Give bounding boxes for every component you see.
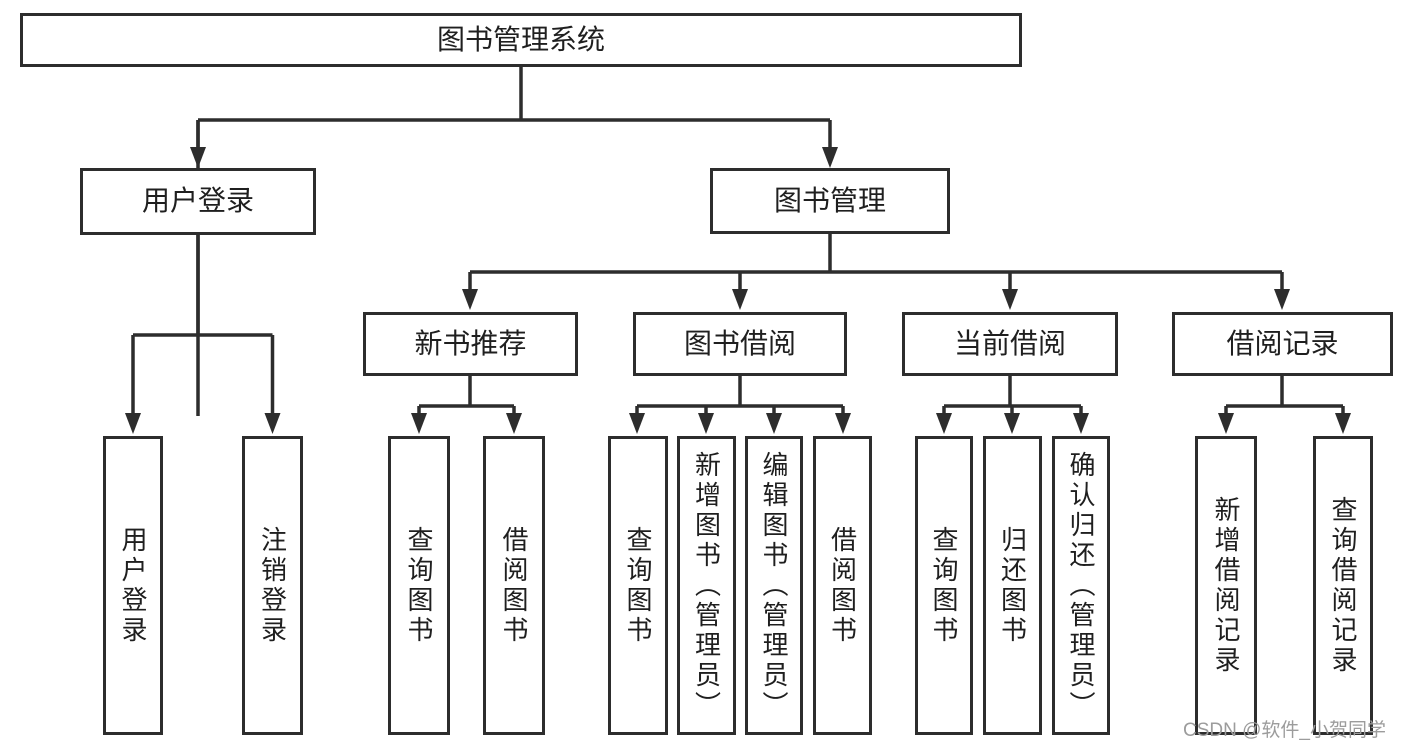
- leaf-label: 新增图书（管理员）: [691, 450, 722, 721]
- node-borrow-records: 借阅记录: [1172, 312, 1393, 376]
- node-root-label: 图书管理系统: [436, 23, 605, 55]
- node-leaf-query-borrow-record: 查询借阅记录: [1313, 436, 1373, 735]
- leaf-label: 归还图书: [997, 525, 1028, 646]
- node-leaf-add-book-admin: 新增图书（管理员）: [677, 436, 736, 735]
- node-book-management: 图书管理: [710, 168, 950, 234]
- connector-user-login-children: [125, 235, 281, 434]
- node-leaf-query-book-recommend: 查询图书: [388, 436, 450, 735]
- leaf-label: 查询图书: [404, 525, 434, 646]
- node-book-borrow-label: 图书借阅: [683, 327, 796, 359]
- csdn-watermark: CSDN @软件_小贺同学: [1183, 720, 1386, 741]
- leaf-label: 用户登录: [118, 525, 148, 646]
- leaf-label: 借阅图书: [499, 525, 529, 646]
- node-borrow-records-label: 借阅记录: [1226, 327, 1339, 359]
- node-leaf-add-borrow-record: 新增借阅记录: [1195, 436, 1257, 735]
- node-leaf-query-book-current: 查询图书: [915, 436, 973, 735]
- leaf-label: 编辑图书（管理员）: [759, 450, 789, 721]
- connector-book-borrow-children: [629, 376, 851, 434]
- connector-new-book-recommend-children: [411, 376, 522, 434]
- node-leaf-user-login: 用户登录: [103, 436, 163, 735]
- leaf-label: 确认归还（管理员）: [1066, 450, 1096, 721]
- node-leaf-return-book: 归还图书: [983, 436, 1042, 735]
- node-leaf-logout: 注销登录: [242, 436, 303, 735]
- node-current-borrow: 当前借阅: [902, 312, 1118, 376]
- connector-book-management-to-level3: [462, 233, 1290, 310]
- node-book-borrow: 图书借阅: [633, 312, 847, 376]
- node-user-login-label: 用户登录: [141, 185, 254, 217]
- connector-current-borrow-children: [936, 376, 1089, 434]
- connector-root-to-level2: [190, 67, 838, 416]
- connector-borrow-records-children: [1218, 376, 1351, 434]
- node-new-book-recommend-label: 新书推荐: [414, 327, 527, 359]
- leaf-label: 查询图书: [929, 525, 959, 646]
- leaf-label: 注销登录: [257, 525, 288, 646]
- node-book-management-label: 图书管理: [773, 184, 886, 216]
- node-leaf-borrow-book: 借阅图书: [813, 436, 872, 735]
- node-new-book-recommend: 新书推荐: [363, 312, 578, 376]
- node-user-login: 用户登录: [80, 168, 316, 235]
- node-current-borrow-label: 当前借阅: [953, 327, 1066, 359]
- leaf-label: 新增借阅记录: [1211, 495, 1241, 676]
- node-leaf-edit-book-admin: 编辑图书（管理员）: [745, 436, 803, 735]
- leaf-label: 查询图书: [623, 525, 653, 646]
- node-leaf-borrow-book-recommend: 借阅图书: [483, 436, 545, 735]
- node-leaf-confirm-return-admin: 确认归还（管理员）: [1052, 436, 1110, 735]
- leaf-label: 借阅图书: [827, 525, 858, 646]
- node-leaf-query-book-borrow: 查询图书: [608, 436, 668, 735]
- leaf-label: 查询借阅记录: [1328, 495, 1358, 676]
- node-root-system: 图书管理系统: [20, 13, 1022, 67]
